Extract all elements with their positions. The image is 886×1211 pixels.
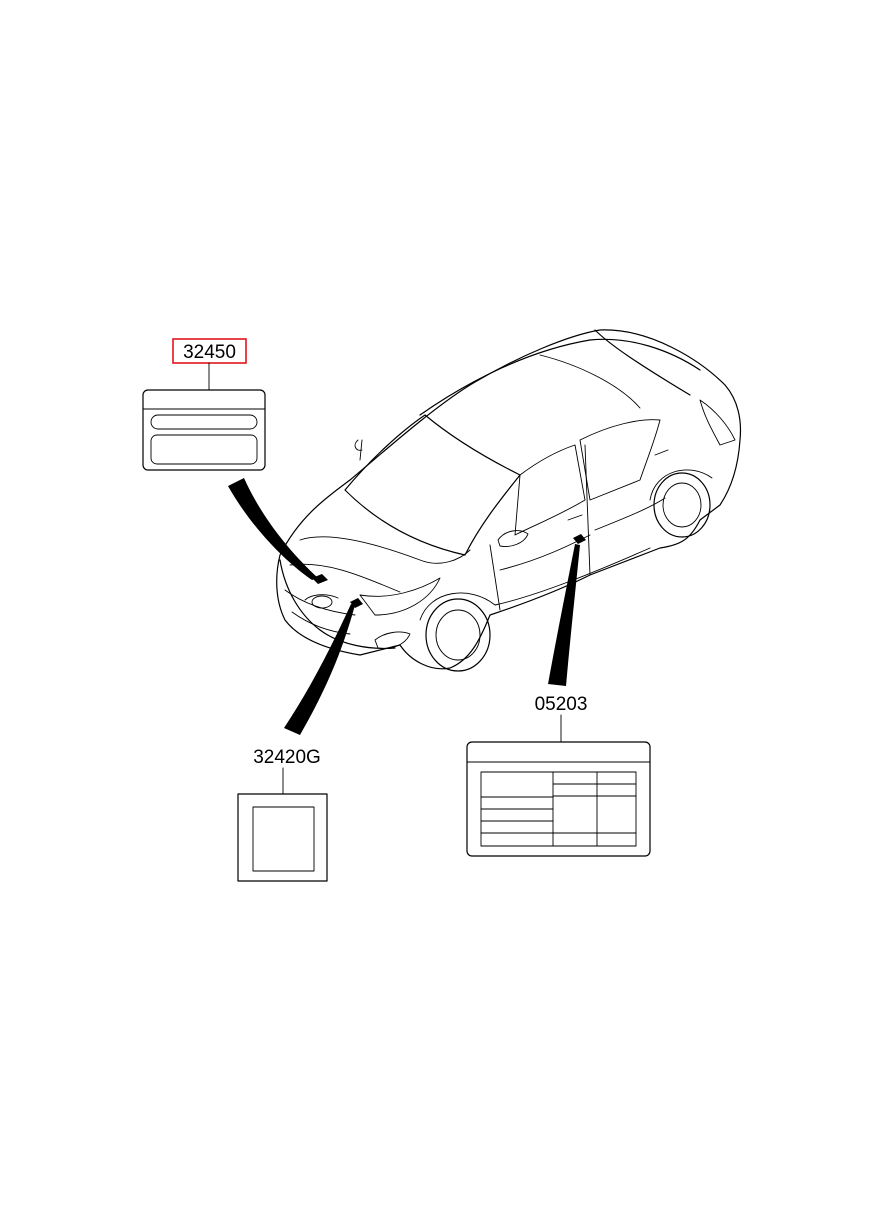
part-number-highlight-box [172, 338, 247, 364]
label-decal-05203 [466, 741, 651, 857]
label-decal-32420G [237, 793, 328, 882]
part-32450[interactable]: 32450 [142, 338, 266, 471]
part-32420G[interactable]: 32420G [237, 747, 328, 882]
leader-wedge-32420G [284, 604, 355, 735]
leader-lines [228, 478, 580, 735]
car-illustration [276, 329, 742, 672]
label-decal-32450 [142, 389, 266, 471]
part-number-05203[interactable]: 05203 [535, 694, 588, 715]
leader-wedge-32450 [228, 478, 318, 580]
part-number-32450[interactable]: 32450 [183, 342, 236, 363]
leader-wedge-05203 [548, 544, 580, 686]
part-05203[interactable]: 05203 [466, 694, 651, 857]
part-number-32420G[interactable]: 32420G [253, 747, 321, 768]
